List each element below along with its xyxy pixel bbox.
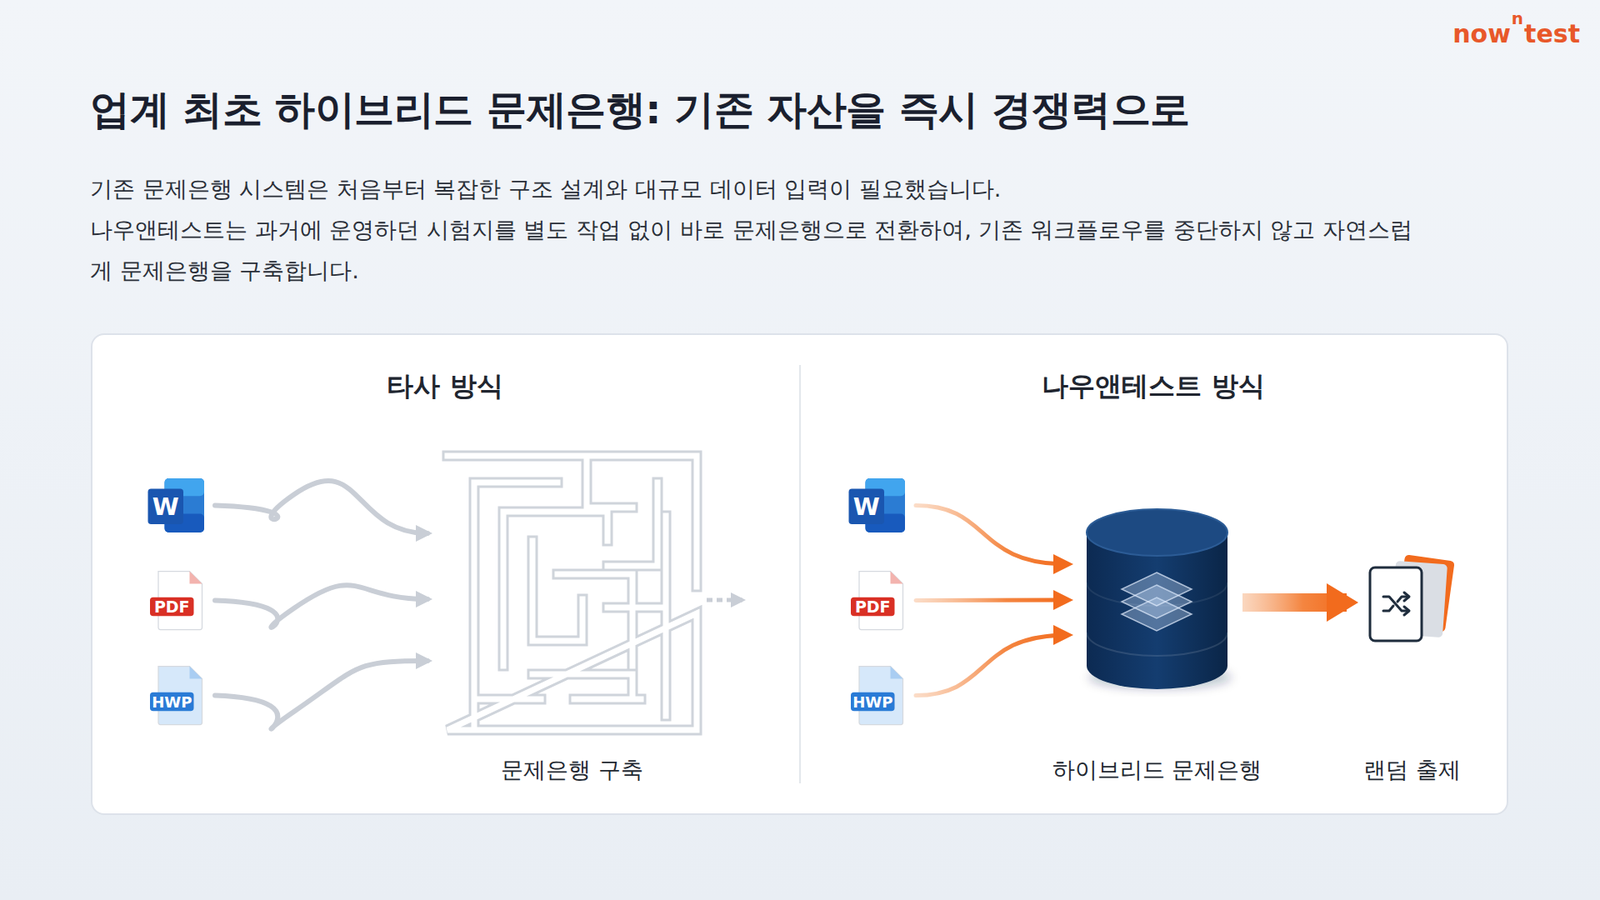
hwp-file-icon: HWP [145,664,209,727]
icon-label: W [849,489,885,525]
logo-superscript: n [1511,10,1524,27]
description-line: 기존 문제은행 시스템은 처음부터 복잡한 구조 설계와 대규모 데이터 입력이… [90,168,1424,210]
pdf-file-icon: PDF [145,569,209,632]
logo-text: test [1524,21,1580,47]
node-caption: 문제은행 구축 [500,756,644,784]
flow-arrow [915,505,1067,565]
tangled-connector [215,585,428,628]
word-file-icon: W [846,474,910,537]
maze-exit-arrow [706,598,745,603]
node-caption: 랜덤 출제 [1363,756,1461,784]
node-caption: 하이브리드 문제은행 [1052,756,1263,784]
hwp-file-icon: HWP [846,664,910,727]
tangled-connector [215,480,428,534]
database-cylinder: 하이브리드 문제은행 [1083,507,1231,695]
tangled-connector [215,660,428,730]
logo-text: now [1452,21,1511,47]
icon-label: HWP [850,692,895,712]
random-cards-icon-graphic [1365,555,1460,650]
page-title: 업계 최초 하이브리드 문제은행: 기존 자산을 즉시 경쟁력으로 [90,83,1190,137]
flow-arrow [1242,593,1347,612]
maze-illustration-graphic [440,449,704,737]
flow-arrow [915,635,1067,696]
maze-illustration: 문제은행 구축 [440,449,704,737]
icon-label: PDF [850,597,895,617]
pdf-file-icon: PDF [846,569,910,632]
divider-line [799,365,801,784]
database-cylinder-graphic [1083,507,1231,695]
description-line: 나우앤테스트는 과거에 운영하던 시험지를 별도 작업 없이 바로 문제은행으로… [90,209,1424,291]
section-heading: 타사 방식 [386,368,503,405]
section-heading: 나우앤테스트 방식 [1041,368,1265,405]
icon-label: W [148,489,185,525]
random-cards-icon: 랜덤 출제 [1365,555,1460,650]
brand-logo: nowntest [1452,15,1580,47]
icon-label: HWP [150,692,195,712]
word-file-icon: W [145,474,209,537]
description-text: 기존 문제은행 시스템은 처음부터 복잡한 구조 설계와 대규모 데이터 입력이… [90,168,1424,291]
flow-arrow [915,598,1067,604]
icon-label: PDF [150,597,195,617]
